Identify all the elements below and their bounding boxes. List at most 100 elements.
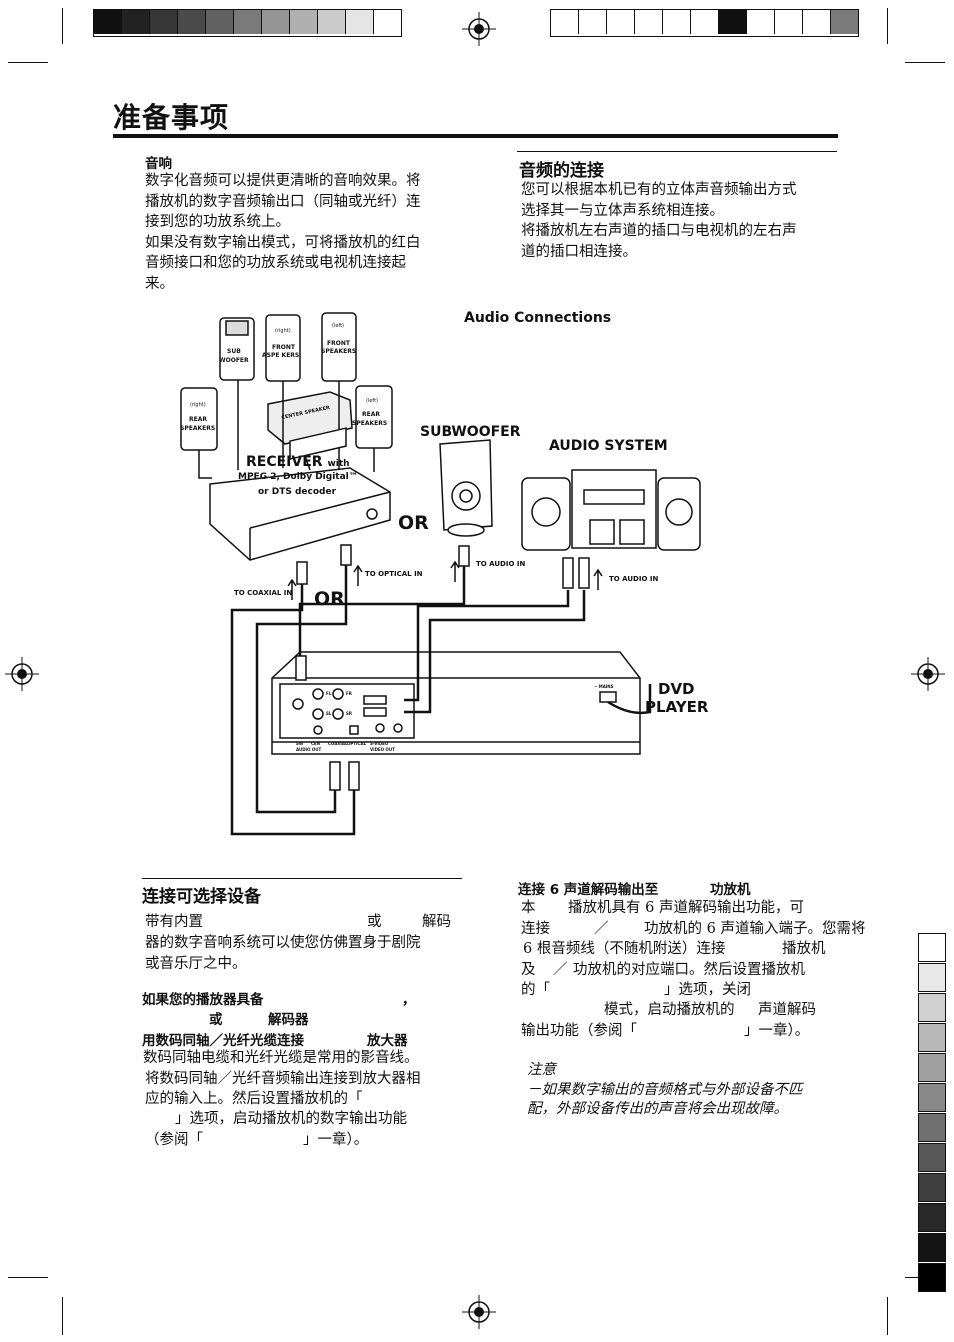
speaker-label: (right) (190, 402, 206, 408)
text-line: （参阅「 (145, 1132, 203, 1148)
gray-tab (918, 1113, 946, 1142)
gray-tab (918, 1263, 946, 1292)
text-line: ／ (594, 921, 609, 937)
receiver-icon (209, 467, 391, 561)
color-swatch (691, 10, 719, 34)
text-line: 6 根音频线（不随机附送）连接 (523, 941, 726, 957)
registration-mark-icon (911, 657, 945, 691)
text-line: 模式，启动播放机的 (604, 1002, 735, 1018)
side-gray-scale-tabs (918, 933, 946, 1293)
receiver-label-line3: or DTS decoder (258, 487, 337, 497)
color-swatch (318, 10, 346, 34)
speaker-label: FRONT (327, 340, 350, 347)
text-line: 的「 (521, 982, 550, 998)
note-title: 注意 (527, 1062, 556, 1078)
power-cable (607, 684, 652, 715)
text-line: 或音乐厅之中。 (145, 956, 247, 972)
text-line: 本 (521, 900, 536, 916)
subheading: 功放机 (710, 882, 751, 898)
audio-cable-left (404, 590, 570, 702)
arrow-up-icon (450, 560, 460, 582)
gray-tab (918, 1173, 946, 1202)
page-title: 准备事项 (113, 101, 230, 134)
color-swatch (607, 10, 635, 34)
text-line: 将播放机左右声道的插口与电视机的左右声 (521, 223, 797, 239)
arrow-up-icon (287, 578, 297, 600)
panel-label: SW (296, 741, 304, 746)
speaker-label: REAR (362, 411, 380, 418)
speaker-label: (left) (332, 323, 344, 329)
crop-mark (62, 1297, 63, 1335)
text-line: 选择其一与立体声系统相连接。 (521, 202, 724, 219)
right-color-bar (550, 9, 859, 37)
speaker-label: (right) (275, 328, 291, 334)
receiver-label-with: with (327, 459, 350, 469)
subheading: 解码器 (268, 1012, 309, 1028)
title-rule (113, 134, 838, 138)
text-line: 」一章）。 (303, 1132, 369, 1148)
section-heading-sound: 音响 (145, 156, 172, 172)
panel-label: ~ MAINS (594, 684, 614, 689)
color-swatch (346, 10, 374, 34)
gray-tab (918, 963, 946, 992)
subwoofer-label: SUBWOOFER (420, 424, 521, 440)
gray-tab (918, 1143, 946, 1172)
section-rule (142, 878, 462, 879)
crop-mark (62, 8, 63, 44)
text-line: 」一章）。 (744, 1023, 810, 1039)
or-label: OR (398, 512, 429, 534)
text-line: 带有内置 (145, 914, 203, 930)
registration-mark-icon (5, 657, 39, 691)
receiver-label-line2: MPEG 2, Dolby Digital™ (238, 472, 358, 482)
gray-tab (918, 1203, 946, 1232)
arrow-up-icon (593, 568, 603, 590)
text-line: 数码同轴电缆和光纤光缆是常用的影音线。 (143, 1050, 419, 1066)
text-line: 」选项，关闭 (664, 982, 751, 998)
text-line: 连接 (521, 921, 550, 937)
audio-system-label: AUDIO SYSTEM (549, 438, 668, 454)
section-heading-optional-devices: 连接可选择设备 (142, 887, 261, 907)
dvd-label-line1: DVD (658, 680, 695, 698)
gray-tab (918, 1053, 946, 1082)
audio-cable-right (404, 590, 586, 714)
crop-mark (8, 1277, 48, 1278)
color-swatch (290, 10, 318, 34)
note-line: 配，外部设备传出的声音将会出现故障。 (527, 1101, 788, 1117)
panel-label: S-VIDEO (370, 741, 389, 746)
text-line: 功放机的对应端口。然后设置播放机 (573, 962, 805, 978)
gray-tab (918, 1023, 946, 1052)
text-line: 或 (367, 914, 382, 930)
panel-label: OPTICAL (347, 741, 367, 746)
subheading: ， (402, 992, 416, 1008)
text-line: 及 (521, 962, 536, 978)
to-optical-in-label: TO OPTICAL IN (365, 570, 423, 578)
text-line: 音频接口和您的功放系统或电视机连接起 (145, 255, 406, 271)
speaker-label: (left) (366, 398, 378, 404)
text-line: 将数码同轴／光纤音频输出连接到放大器相 (145, 1071, 421, 1087)
audio-system-left-speaker-icon (521, 477, 571, 551)
or-label: OR (314, 588, 345, 610)
gray-tab (918, 933, 946, 962)
speaker-label: SUB (227, 348, 241, 355)
crop-mark (887, 1297, 888, 1335)
to-audio-in-label: TO AUDIO IN (609, 575, 659, 583)
panel-label: FL (326, 691, 332, 696)
sound-paragraph: 数字化音频可以提供更清晰的音响效果。将 播放机的数字音频输出口（同轴或光纤）连 … (145, 171, 465, 294)
gray-tab (918, 993, 946, 1022)
color-swatch (122, 10, 150, 34)
color-swatch (150, 10, 178, 34)
to-audio-in-label: TO AUDIO IN (476, 560, 526, 568)
panel-label: SR (346, 711, 352, 716)
color-swatch (831, 10, 858, 34)
note-line: －如果数字输出的音频格式与外部设备不匹 (527, 1082, 803, 1098)
rear-panel-connectors (279, 683, 415, 739)
speaker-label: FRONT (272, 344, 295, 351)
text-line: 来。 (145, 275, 174, 292)
speaker-label: ASPE KERS (262, 352, 300, 359)
text-line: 输出功能（参阅「 (521, 1023, 637, 1039)
panel-label: AUDIO OUT (296, 747, 322, 752)
color-swatch (747, 10, 775, 34)
text-line: 声道解码 (758, 1002, 816, 1018)
crop-mark (887, 8, 888, 44)
receiver-label: RECEIVER with (246, 454, 350, 470)
